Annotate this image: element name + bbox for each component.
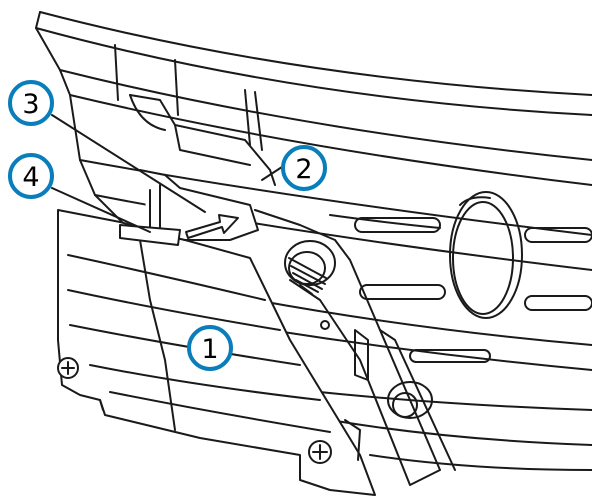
callout-1: 1 [187,325,233,371]
callout-2-label: 2 [295,154,312,185]
callout-2: 2 [281,145,327,191]
insertion-arrow [185,214,239,239]
callout-3: 3 [8,80,54,126]
connector-bracket [254,209,456,486]
callout-4-label: 4 [22,162,39,193]
callout-3-label: 3 [22,89,39,120]
callout-4: 4 [8,153,54,199]
callout-1-label: 1 [201,334,218,365]
